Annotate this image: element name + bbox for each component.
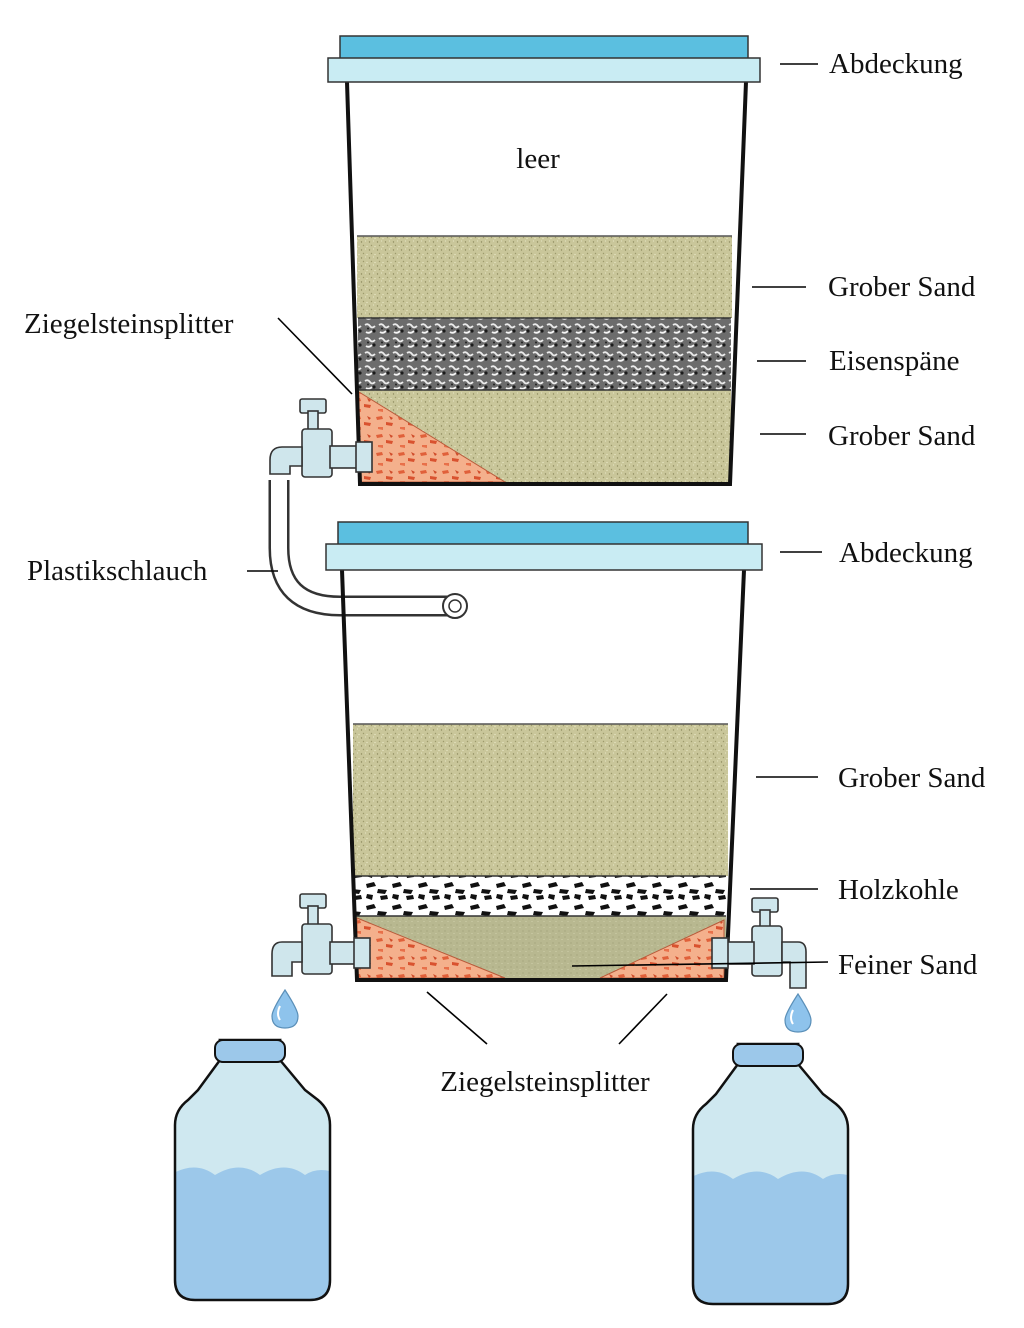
top-bucket-walls bbox=[345, 81, 748, 486]
label-fine-sand: Feiner Sand bbox=[838, 949, 978, 981]
top-lid bbox=[327, 35, 761, 83]
bottle-left-icon bbox=[173, 1038, 332, 1302]
label-bottom-brick-chips: Ziegelsteinsplitter bbox=[440, 1066, 650, 1098]
water-drop-right-icon bbox=[784, 992, 812, 1033]
label-top-coarse-sand-1: Grober Sand bbox=[828, 271, 976, 303]
bottom-lid bbox=[325, 521, 763, 571]
label-top-coarse-sand-2: Grober Sand bbox=[828, 420, 976, 452]
top-bucket bbox=[269, 35, 761, 486]
bottom-coarse-sand-layer bbox=[353, 724, 728, 876]
water-drop-left-icon bbox=[271, 988, 299, 1029]
top-iron-filings-layer bbox=[358, 318, 731, 390]
leader-lines bbox=[247, 63, 829, 1045]
label-top-brick-chips: Ziegelsteinsplitter bbox=[24, 308, 234, 340]
plastic-hose bbox=[268, 480, 468, 619]
top-tap-icon bbox=[269, 398, 373, 478]
labels: Abdeckung leer Grober Sand Eisenspäne Gr… bbox=[24, 48, 986, 1098]
bottom-bucket-walls bbox=[340, 569, 746, 982]
label-iron-filings: Eisenspäne bbox=[829, 345, 959, 377]
label-plastic-hose: Plastikschlauch bbox=[27, 555, 208, 587]
label-bottom-lid: Abdeckung bbox=[839, 537, 973, 569]
bottom-charcoal-layer bbox=[355, 876, 726, 916]
bottom-left-tap-icon bbox=[271, 893, 371, 977]
label-bottom-coarse-sand: Grober Sand bbox=[838, 762, 986, 794]
label-top-lid: Abdeckung bbox=[829, 48, 963, 80]
bottle-right-icon bbox=[691, 1042, 850, 1306]
top-coarse-sand-layer-1 bbox=[357, 236, 732, 318]
bottom-bucket bbox=[271, 521, 807, 989]
label-empty: leer bbox=[516, 143, 560, 175]
label-charcoal: Holzkohle bbox=[838, 874, 959, 906]
